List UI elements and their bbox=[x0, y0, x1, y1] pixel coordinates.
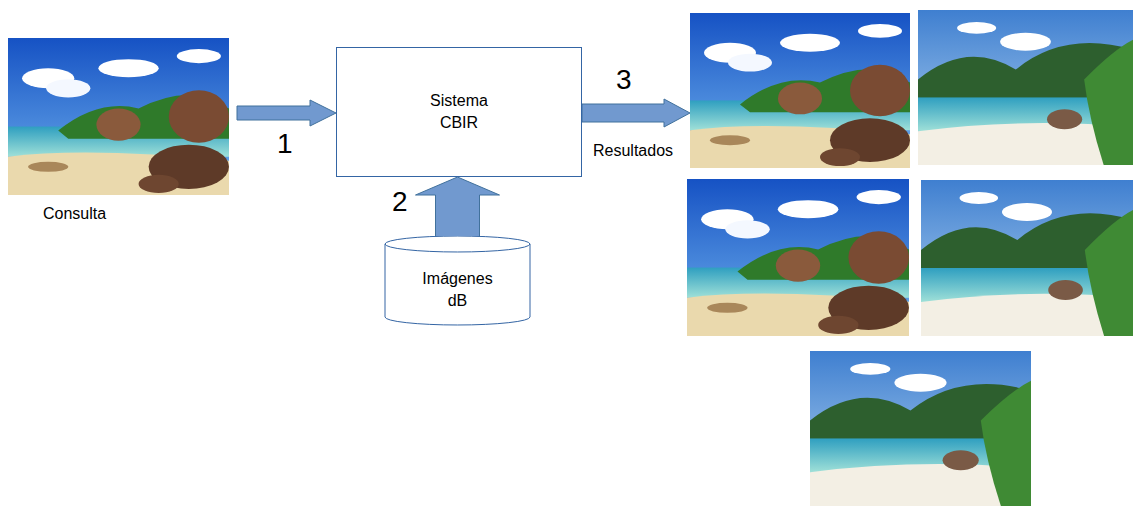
query-photo bbox=[8, 38, 229, 195]
callout-number: 1 bbox=[277, 128, 293, 160]
node-text: Sistema CBIR bbox=[419, 90, 499, 134]
query-node: Consulta bbox=[8, 38, 229, 225]
result-photo bbox=[810, 351, 1031, 506]
cylinder-rim bbox=[385, 244, 530, 252]
process-box: Sistema CBIR bbox=[336, 47, 582, 177]
result-photo bbox=[918, 10, 1133, 165]
block-arrow bbox=[237, 100, 336, 126]
database-cylinder: Imágenes dB bbox=[384, 236, 531, 326]
block-arrow bbox=[416, 177, 500, 243]
result-photo bbox=[690, 13, 910, 168]
result-photo bbox=[921, 180, 1133, 336]
cylinder-body bbox=[385, 236, 530, 325]
callout-number: 3 bbox=[616, 64, 632, 96]
result-photo bbox=[687, 179, 909, 336]
output-label: Resultados bbox=[593, 141, 673, 161]
callout-number: 2 bbox=[392, 186, 408, 218]
node-text: Imágenes dB bbox=[416, 268, 500, 312]
results-arrow bbox=[582, 99, 690, 127]
node-text: Consulta bbox=[43, 203, 229, 225]
